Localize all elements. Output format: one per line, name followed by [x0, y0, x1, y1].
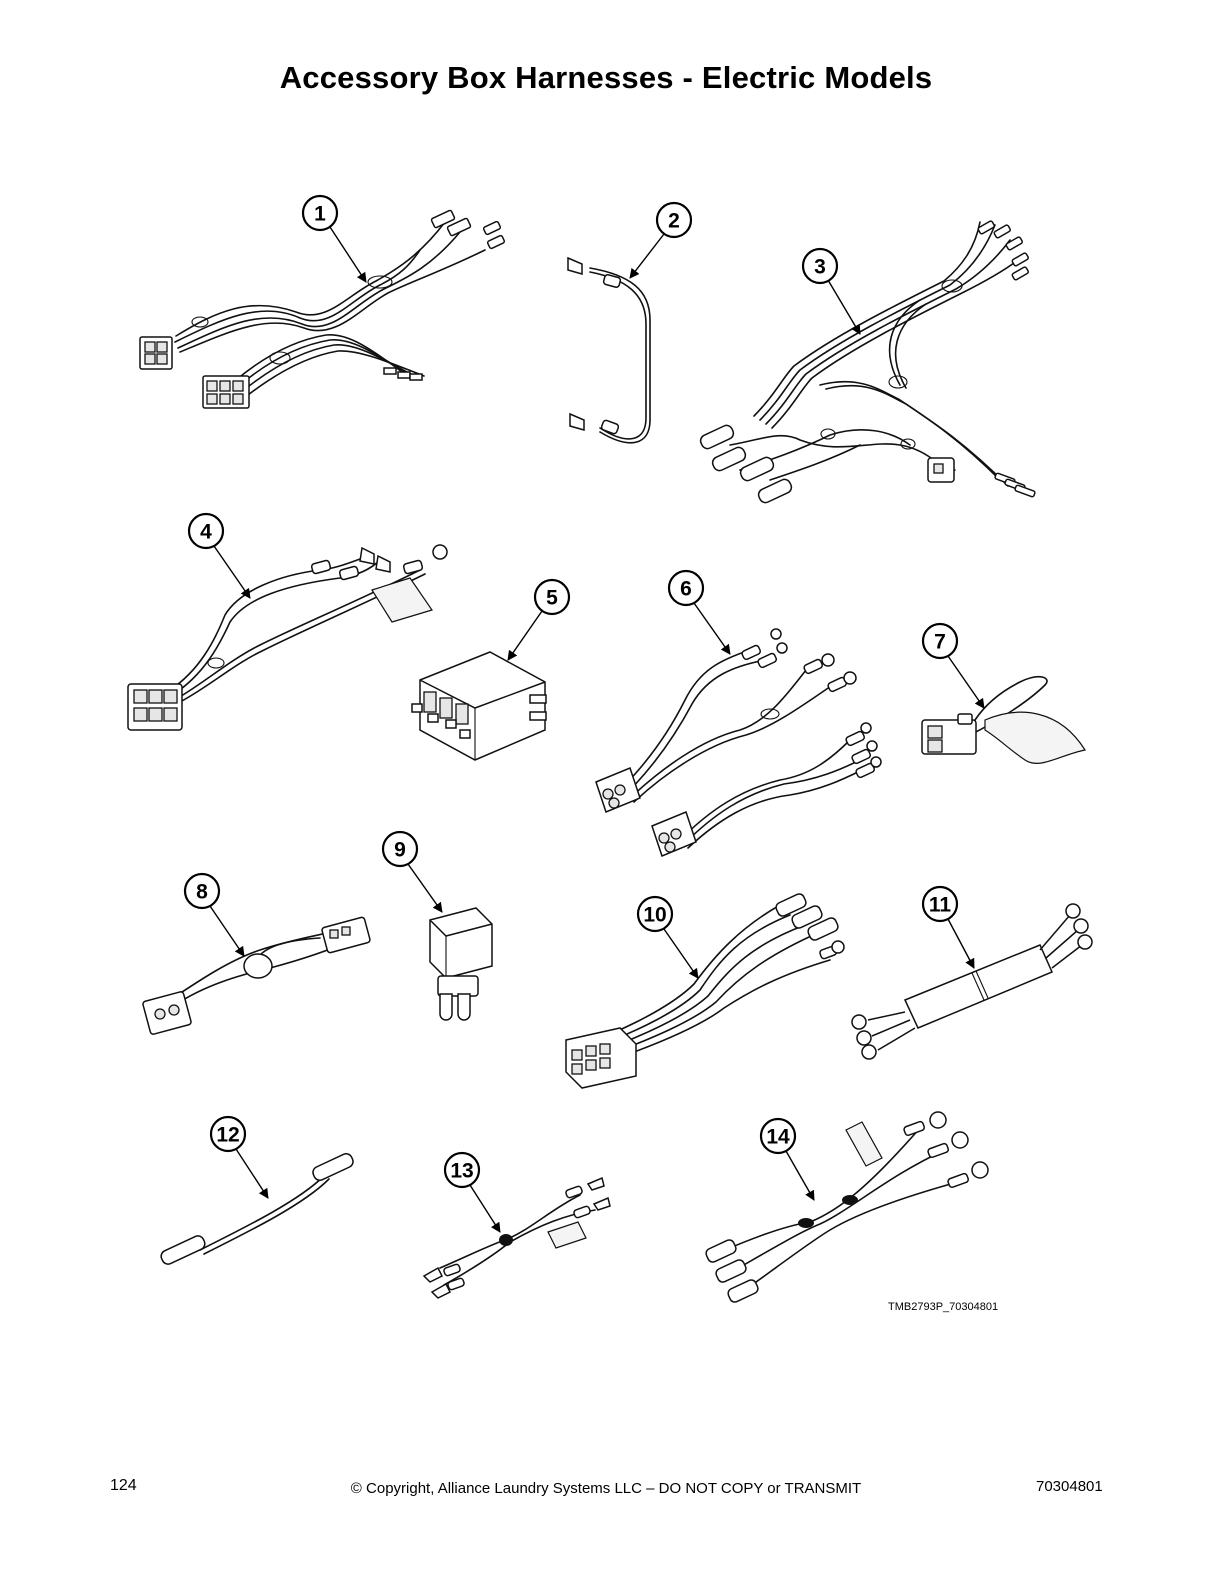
- page-title: Accessory Box Harnesses - Electric Model…: [279, 60, 933, 95]
- callout-12: 12: [216, 1124, 239, 1147]
- harness-1: 1: [139, 194, 506, 409]
- callout-3: 3: [814, 256, 826, 279]
- callout-6: 6: [680, 578, 692, 601]
- harness-14: 14: [705, 1111, 989, 1303]
- harness-4: 4: [127, 512, 448, 731]
- harness-11: 11: [851, 885, 1093, 1060]
- callout-9: 9: [394, 839, 406, 862]
- harness-12: 12: [160, 1115, 354, 1265]
- callout-7: 7: [934, 631, 946, 654]
- callout-8: 8: [196, 881, 208, 904]
- harness-13: 13: [422, 1151, 611, 1299]
- harness-8: 8: [142, 872, 371, 1035]
- callout-1: 1: [314, 203, 326, 226]
- harness-2: 2: [567, 201, 693, 444]
- callout-11: 11: [929, 894, 952, 917]
- callout-4: 4: [200, 521, 212, 544]
- callout-5: 5: [546, 587, 558, 610]
- part-5: 5: [411, 578, 571, 761]
- callout-14: 14: [766, 1126, 790, 1149]
- callout-2: 2: [668, 210, 680, 233]
- callout-13: 13: [450, 1160, 473, 1183]
- harness-7: 7: [921, 622, 1086, 764]
- harness-6: 6: [595, 569, 882, 857]
- part-9: 9: [381, 830, 493, 1021]
- document-number: 70304801: [1036, 1478, 1103, 1495]
- harness-10: 10: [565, 893, 845, 1089]
- figure-reference: TMB2793P_70304801: [888, 1301, 999, 1313]
- callout-10: 10: [643, 904, 666, 927]
- page-number: 124: [110, 1477, 137, 1494]
- copyright-notice: © Copyright, Alliance Laundry Systems LL…: [350, 1480, 862, 1497]
- harness-3: 3: [699, 220, 1036, 504]
